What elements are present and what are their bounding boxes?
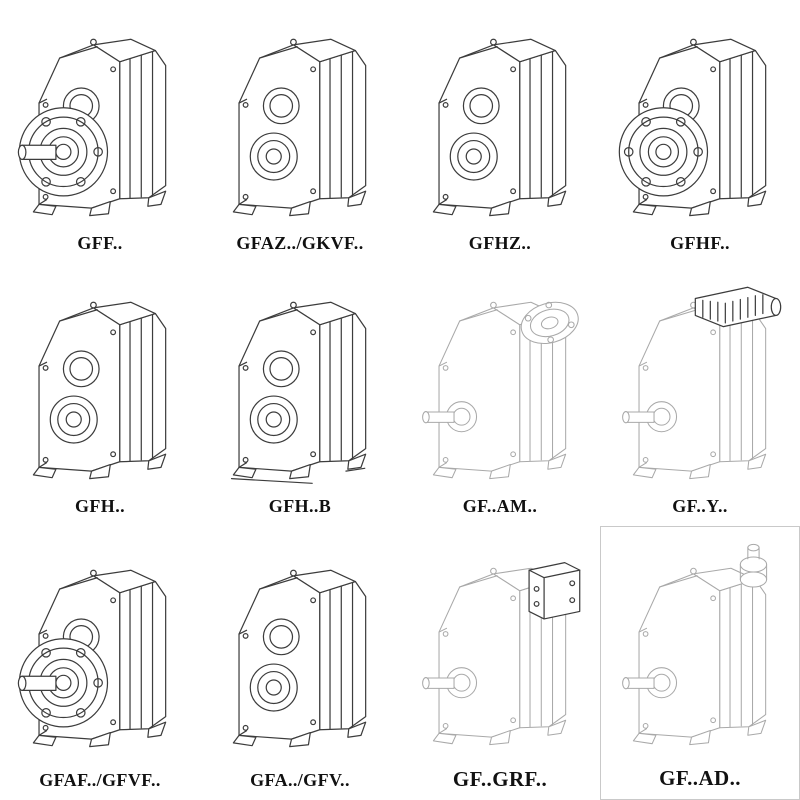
drawing-gfaf-gfvf gearbox-flange-shaft-drawing bbox=[2, 530, 198, 770]
drawing-gfaz-gkvf gearbox-hollow-shaft-drawing bbox=[202, 4, 398, 233]
drawing-gf-grf gearbox-adapter-outline-drawing bbox=[402, 530, 598, 767]
product-cell: GF..AM.. bbox=[400, 263, 600, 526]
drawing-gfhf gearbox-flange-drawing bbox=[602, 4, 798, 233]
product-cell: GFF.. bbox=[0, 0, 200, 263]
model-label: GFHZ.. bbox=[468, 233, 532, 254]
model-label: GF..Y.. bbox=[672, 496, 728, 517]
model-label: GFF.. bbox=[77, 233, 123, 254]
product-cell: GFH.. bbox=[0, 263, 200, 526]
product-cell: GFAZ../GKVF.. bbox=[200, 0, 400, 263]
drawing-gf-am gearbox-input-flange-outline-drawing bbox=[402, 267, 598, 496]
product-cell: GFHF.. bbox=[600, 0, 800, 263]
model-label: GF..AD.. bbox=[659, 765, 741, 790]
product-cell: GFH..B bbox=[200, 263, 400, 526]
drawing-gfhz gearbox-hollow-shaft-drawing bbox=[402, 4, 598, 233]
model-label: GFHF.. bbox=[670, 233, 730, 254]
model-label: GFH.. bbox=[75, 496, 125, 517]
product-cell: GFA../GFV.. bbox=[200, 526, 400, 800]
drawing-gfh gearbox-hollow-shaft-drawing bbox=[2, 267, 198, 496]
drawing-gfh-b gearbox-hollow-shaft-base-drawing bbox=[202, 267, 398, 496]
product-cell: GF..Y.. bbox=[600, 263, 800, 526]
drawing-gf-y gearbox-with-motor-outline-drawing bbox=[602, 267, 798, 496]
product-cell: GF..GRF.. bbox=[400, 526, 600, 800]
model-label: GFAZ../GKVF.. bbox=[236, 233, 364, 254]
drawing-gff gearbox-flange-shaft-drawing bbox=[2, 4, 198, 233]
model-label: GF..AM.. bbox=[462, 496, 538, 517]
model-label: GFA../GFV.. bbox=[250, 770, 350, 791]
drawing-gfa-gfv gearbox-hollow-shaft-drawing bbox=[202, 530, 398, 770]
model-label: GFAF../GFVF.. bbox=[39, 770, 161, 791]
drawing-gf-ad gearbox-input-shaft-outline-drawing bbox=[603, 531, 797, 766]
product-cell: GFAF../GFVF.. bbox=[0, 526, 200, 800]
product-cell: GF..AD.. bbox=[600, 526, 800, 800]
model-label: GFH..B bbox=[268, 496, 332, 517]
product-cell: GFHZ.. bbox=[400, 0, 600, 263]
model-label: GF..GRF.. bbox=[452, 766, 548, 791]
